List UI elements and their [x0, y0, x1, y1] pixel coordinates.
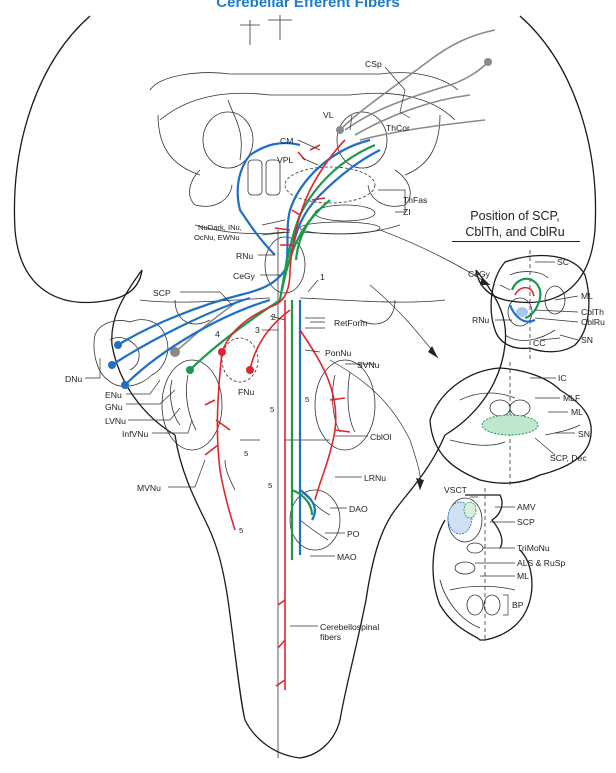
- label-rnu: RNu: [236, 251, 253, 261]
- dnu-blue-dot-2: [108, 361, 116, 369]
- dnu-blue-dot-1: [114, 341, 122, 349]
- label-ocnu: OcNu, EWNu: [194, 233, 240, 242]
- inset-pons-section: [432, 488, 533, 642]
- label-ponnu: PonNu: [325, 348, 351, 358]
- inset-label-rnu: RNu: [472, 315, 489, 325]
- inset-rnu-section: [490, 250, 590, 362]
- label-dnu: DNu: [65, 374, 82, 384]
- inset-label-scpdec: SCP, Dec: [550, 453, 587, 463]
- label-nudark: NuDark, INu,: [198, 223, 242, 232]
- label-thcor: ThCor: [386, 123, 410, 133]
- label-mvnu: MVNu: [137, 483, 161, 493]
- label-lrnu: LRNu: [364, 473, 386, 483]
- label-marker-2: 2: [271, 312, 276, 322]
- label-mao: MAO: [337, 552, 357, 562]
- inset-label-cblru: CblRu: [581, 317, 605, 327]
- label-fnu: FNu: [238, 387, 254, 397]
- inset-title-line-1: Position of SCP,: [470, 209, 560, 223]
- label-enu: ENu: [105, 390, 122, 400]
- vl-neuron-dot: [336, 126, 344, 134]
- inset-label-ic: IC: [558, 373, 567, 383]
- inset-label-cblth: CblTh: [581, 307, 604, 317]
- inset-label-scp: SCP: [517, 517, 535, 527]
- inset-rnu-fill: [516, 307, 528, 317]
- inset-title: Position of SCP, CblTh, and CblRu: [440, 208, 590, 240]
- cortex-neuron-dot: [484, 58, 492, 66]
- figure-title: Cerebellar Efferent Fibers: [216, 0, 400, 11]
- dnu-gray-dot: [170, 347, 180, 357]
- inset-title-line-2: CblTh, and CblRu: [465, 225, 565, 239]
- label-svnu: SVNu: [357, 360, 380, 370]
- label-cblol: CblOl: [370, 432, 392, 442]
- label-scp: SCP: [153, 288, 171, 298]
- label-marker-3: 3: [255, 325, 260, 335]
- inset-label-ml2: ML: [571, 407, 583, 417]
- label-vpl: VPL: [277, 155, 293, 165]
- label-cegy: CeGy: [233, 271, 256, 281]
- label-marker-5a: 5: [270, 405, 274, 414]
- inset-label-vsct: VSCT: [444, 485, 468, 495]
- label-csp: CSp: [365, 59, 382, 69]
- inset-label-sn: SN: [581, 335, 593, 345]
- label-marker-5e: 5: [305, 395, 309, 404]
- label-marker-5b: 5: [244, 449, 248, 458]
- label-fibers: fibers: [320, 632, 341, 642]
- label-cm: CM: [280, 136, 293, 146]
- label-infvnu: InfVNu: [122, 429, 148, 439]
- inset-title-rule: [452, 241, 580, 242]
- label-gnu: GNu: [105, 402, 123, 412]
- label-zi: ZI: [403, 207, 411, 217]
- label-marker-5d: 5: [268, 481, 272, 490]
- label-retform: RetForm: [334, 318, 367, 328]
- retform-arrows: [304, 317, 325, 353]
- label-cerebellospinal: Cerebellospinal: [320, 622, 379, 632]
- inset-label-ml: ML: [581, 291, 593, 301]
- label-marker-4: 4: [215, 329, 220, 339]
- enu-green-dot: [186, 366, 194, 374]
- inset-label-alsrusp: ALS & RuSp: [517, 558, 565, 568]
- label-marker-1: 1: [320, 272, 325, 282]
- label-dao: DAO: [349, 504, 368, 514]
- gray-fibers: [170, 29, 496, 357]
- inset-scp-decussation: [481, 414, 539, 436]
- inset-label-ml3: ML: [517, 571, 529, 581]
- inset-label-sn2: SN: [578, 429, 590, 439]
- label-thfas: ThFas: [403, 195, 427, 205]
- brainstem-outline: [13, 15, 597, 759]
- label-lvnu: LVNu: [105, 416, 126, 426]
- dnu-blue-dot-3: [121, 381, 129, 389]
- inset-label-amv: AMV: [517, 502, 536, 512]
- inset-label-trimonu: TriMoNu: [517, 543, 550, 553]
- inset-label-mlf: MLF: [563, 393, 580, 403]
- label-po: PO: [347, 529, 360, 539]
- inset-label-cc: CC: [533, 338, 545, 348]
- main-labels: CSp VL ThCor CM VPL ThFas ZI NuDark, INu…: [65, 59, 427, 642]
- inset-arrows: [329, 229, 491, 491]
- inset-labels: SC CeGy ML CblTh CblRu RNu CC SN IC MLF …: [444, 257, 605, 610]
- inset-decussation-section: [429, 362, 592, 488]
- inset-label-sc: SC: [557, 257, 569, 267]
- inset-label-bp: BP: [512, 600, 524, 610]
- inset-label-cegy: CeGy: [468, 269, 491, 279]
- label-vl: VL: [323, 110, 334, 120]
- leader-lines: [85, 66, 411, 627]
- inset-vsct-area: [463, 501, 477, 519]
- label-marker-5c: 5: [239, 526, 243, 535]
